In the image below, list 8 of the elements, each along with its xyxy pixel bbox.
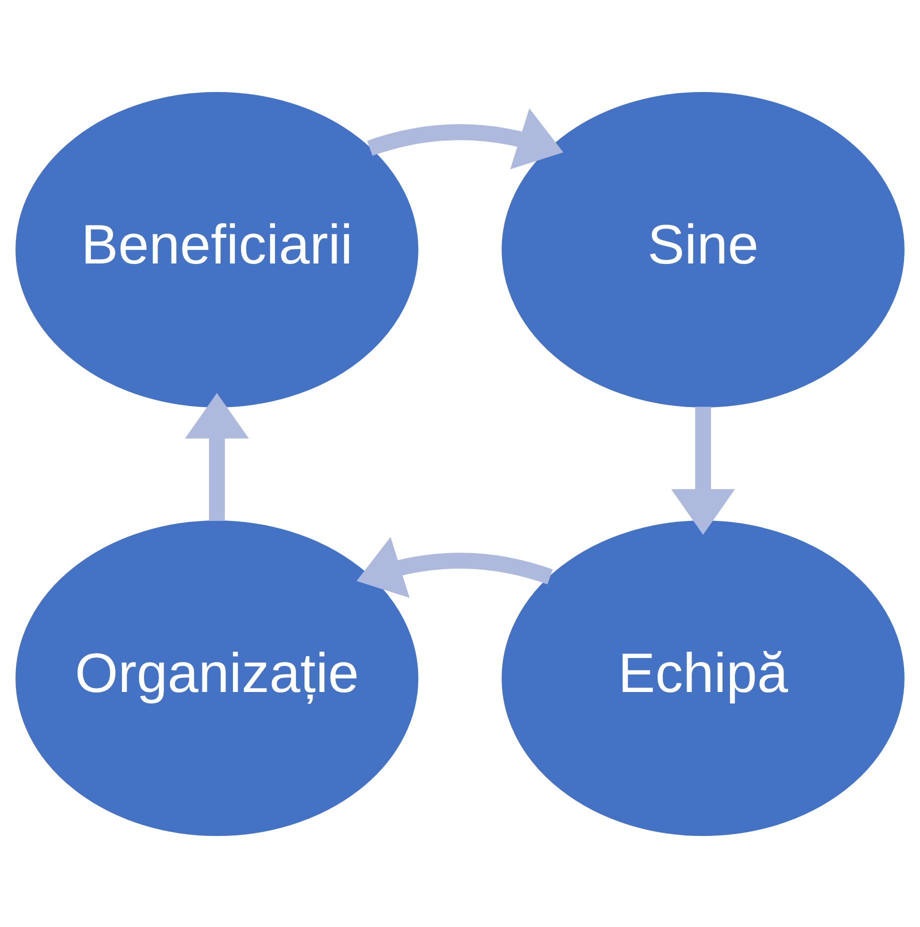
arrow [367, 108, 564, 169]
node-ellipse: Beneficiarii [16, 91, 418, 407]
node-ellipse: Echipă [502, 520, 904, 836]
node-ellipse: Organizație [16, 520, 418, 836]
arrow [671, 406, 735, 534]
arrow [356, 536, 553, 598]
node-ellipse: Sine [502, 91, 904, 407]
arrow [185, 392, 249, 520]
